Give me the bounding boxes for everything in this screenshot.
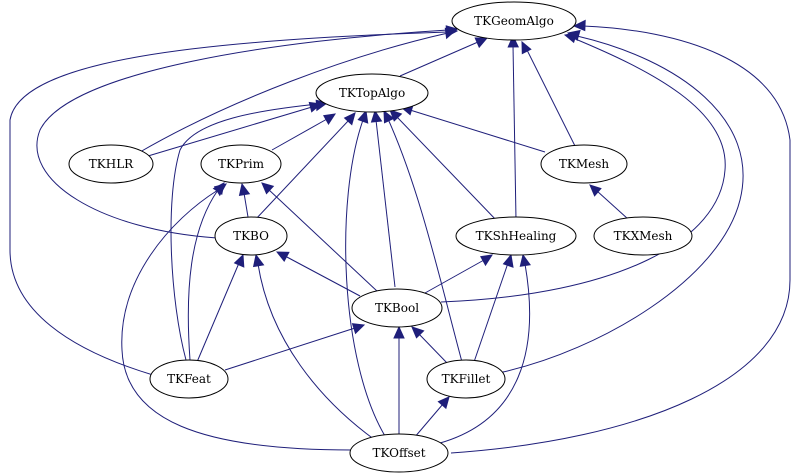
edge-tkbool-to-tkgeomalgo xyxy=(440,37,726,303)
edge-tkfeat-to-tkbo xyxy=(196,262,240,363)
edge-tkbool-to-tkshhealing xyxy=(424,259,485,294)
node-tkgeomalgo[interactable]: TKGeomAlgo xyxy=(451,1,577,41)
node-label-tkxmesh: TKXMesh xyxy=(614,229,673,243)
edge-tkfillet-to-tkbool xyxy=(417,332,449,365)
edge-tkbo-to-tktopalgo xyxy=(254,119,350,221)
arrowhead-tkshhealing-to-tkgeomalgo xyxy=(507,34,519,48)
arrowhead-tkoffset-to-tkgeomalgo xyxy=(572,19,586,32)
arrowhead-tkfillet-to-tkgeomalgo xyxy=(566,29,581,41)
arrowhead-tktopalgo-to-tkgeomalgo xyxy=(474,37,489,49)
edge-tkxmesh-to-tkmesh xyxy=(596,190,629,220)
arrowhead-tkbo-to-tktopalgo xyxy=(343,112,356,126)
node-tkbo[interactable]: TKBO xyxy=(214,216,288,256)
edge-tkoffset-to-tkprim xyxy=(121,189,353,451)
arrowhead-tkbool-to-tktopalgo xyxy=(370,109,383,123)
arrowhead-tkfeat-to-tkbool xyxy=(351,323,366,335)
node-tkfillet[interactable]: TKFillet xyxy=(426,359,506,399)
arrowhead-tkbool-to-tkprim xyxy=(261,182,275,195)
edge-tkoffset-to-tkgeomalgo xyxy=(450,25,791,454)
arrowhead-tkfillet-to-tkshhealing xyxy=(502,253,514,268)
edge-tkfillet-to-tkgeomalgo xyxy=(502,35,744,373)
arrowhead-tkprim-to-tktopalgo xyxy=(323,113,337,125)
node-label-tkbool: TKBool xyxy=(375,301,419,315)
edge-tkbool-to-tktopalgo xyxy=(375,119,396,288)
edge-layer xyxy=(9,19,791,454)
arrowhead-tkbo-to-tkprim xyxy=(238,182,251,197)
arrowhead-tkfeat-to-tkbo xyxy=(233,253,245,268)
node-label-tkgeomalgo: TKGeomAlgo xyxy=(474,14,554,28)
node-tktopalgo[interactable]: TKTopAlgo xyxy=(315,73,429,113)
edge-tkoffset-to-tkfillet xyxy=(413,403,444,439)
arrowhead-tkoffset-to-tktopalgo xyxy=(357,109,369,124)
edge-tkprim-to-tktopalgo xyxy=(271,118,328,151)
arrowhead-tkoffset-to-tkshhealing xyxy=(519,253,531,267)
arrowhead-tkoffset-to-tkfillet xyxy=(437,396,450,410)
arrowhead-tkoffset-to-tkbo xyxy=(252,253,265,268)
arrowhead-tkfillet-to-tktopalgo xyxy=(383,109,395,124)
edge-tkfillet-to-tktopalgo xyxy=(387,118,463,363)
edge-tkoffset-to-tkbo xyxy=(257,263,376,441)
edge-tkfeat-to-tktopalgo xyxy=(170,103,319,361)
node-tkxmesh[interactable]: TKXMesh xyxy=(593,216,693,256)
node-label-tkshhealing: TKShHealing xyxy=(476,229,557,243)
edge-tkoffset-to-tkshhealing xyxy=(439,263,531,444)
edge-tkbo-to-tkprim xyxy=(243,192,249,218)
node-tkfeat[interactable]: TKFeat xyxy=(149,359,229,399)
node-label-tkhlr: TKHLR xyxy=(89,157,134,171)
edge-tkmesh-to-tktopalgo xyxy=(409,109,546,153)
edge-tktopalgo-to-tkgeomalgo xyxy=(399,41,479,77)
edge-tkhlr-to-tkgeomalgo xyxy=(139,32,449,153)
node-tkmesh[interactable]: TKMesh xyxy=(540,144,628,184)
edge-tkbool-to-tkprim xyxy=(267,188,379,293)
arrowhead-tkoffset-to-tkbool xyxy=(393,325,405,339)
arrowhead-tkbool-to-tkbo xyxy=(275,251,290,263)
arrowhead-tkmesh-to-tkgeomalgo xyxy=(521,40,532,55)
node-label-tkmesh: TKMesh xyxy=(559,157,610,171)
edge-tkfeat-to-tkgeomalgo xyxy=(9,31,449,376)
edge-tkbool-to-tkbo xyxy=(284,255,361,297)
edge-tkmesh-to-tkgeomalgo xyxy=(526,49,576,147)
node-tkhlr[interactable]: TKHLR xyxy=(68,144,154,184)
node-label-tkbo: TKBO xyxy=(233,229,269,243)
edge-tkfillet-to-tkshhealing xyxy=(473,262,509,363)
arrowhead-tkfillet-to-tkbool xyxy=(411,326,425,339)
node-tkbool[interactable]: TKBool xyxy=(351,288,443,328)
node-label-tktopalgo: TKTopAlgo xyxy=(339,86,405,100)
node-label-tkoffset: TKOffset xyxy=(372,446,425,460)
arrowhead-tkfeat-to-tkgeomalgo xyxy=(446,25,459,38)
node-tkoffset[interactable]: TKOffset xyxy=(349,433,449,473)
node-tkshhealing[interactable]: TKShHealing xyxy=(455,216,577,256)
edge-tkshhealing-to-tkgeomalgo xyxy=(512,44,517,221)
edge-tkoffset-to-tktopalgo xyxy=(345,119,386,437)
arrowhead-tkoffset-to-tkprim xyxy=(213,183,227,197)
edge-tkhlr-to-tktopalgo xyxy=(147,106,313,157)
node-tkprim[interactable]: TKPrim xyxy=(200,144,282,184)
edge-tkbo-to-tkgeomalgo xyxy=(36,29,449,239)
node-layer: TKGeomAlgo TKTopAlgo TKHLR TKPrim TKMesh… xyxy=(68,1,693,473)
node-label-tkprim: TKPrim xyxy=(218,157,265,171)
arrowhead-tkbool-to-tkshhealing xyxy=(480,254,494,267)
arrowhead-tkshhealing-to-tktopalgo xyxy=(389,109,403,122)
arrowhead-tkxmesh-to-tkmesh xyxy=(589,184,602,197)
edge-tkfeat-to-tkprim xyxy=(187,189,219,361)
edge-tkshhealing-to-tktopalgo xyxy=(396,116,499,223)
node-label-tkfeat: TKFeat xyxy=(167,372,211,386)
node-label-tkfillet: TKFillet xyxy=(442,372,491,386)
